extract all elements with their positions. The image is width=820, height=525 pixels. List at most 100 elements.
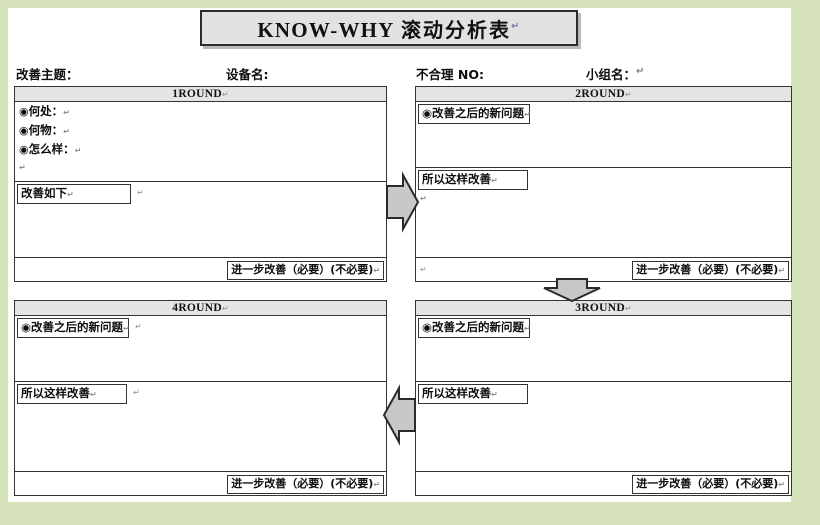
- round4-reason-text: 所以这样改善: [21, 386, 90, 400]
- round2-header-mark: ↵: [625, 89, 632, 99]
- round2-header: 2ROUND↵: [416, 87, 791, 102]
- round4-reason-label: 所以这样改善↵: [17, 384, 127, 404]
- round1-further-text: 进一步改善（必要）(不必要): [231, 263, 374, 276]
- round4-new-problem-label: ◉改善之后的新问题↵: [17, 318, 130, 338]
- round3-reason-label: 所以这样改善↵: [418, 384, 528, 404]
- round2-new-problem-label-row: ◉改善之后的新问题↵: [416, 102, 791, 124]
- round3-further-row: 进一步改善（必要）(不必要)↵: [416, 471, 791, 495]
- round4-header-mark: ↵: [222, 303, 229, 313]
- round1-further-mark: ↵: [373, 266, 380, 275]
- round1-bullet-what-mark: ↵: [63, 127, 70, 136]
- field-team-text: 小组名：: [586, 67, 637, 82]
- field-label-equipment-name: 设备名:: [226, 67, 269, 82]
- field-team-paragraph-mark: ↵: [636, 65, 645, 77]
- bullet-dot-icon: ◉: [19, 143, 29, 156]
- round1-bullet-where-mark: ↵: [63, 108, 70, 117]
- round1-header: 1ROUND↵: [15, 87, 386, 102]
- round4-new-problem-mark: ↵: [123, 324, 130, 333]
- round3-new-problem-label-row: ◉改善之后的新问题↵: [416, 316, 791, 338]
- field-label-improvement-theme: 改善主题：: [16, 67, 79, 82]
- round4-reason-section[interactable]: 所以这样改善↵ ↵: [15, 382, 386, 471]
- round1-bullet-what: ◉何物：↵: [15, 121, 386, 140]
- round1-further-improvement-box[interactable]: 进一步改善（必要）(不必要)↵: [227, 261, 384, 280]
- round2-reason-stray-mark: ↵: [420, 194, 427, 203]
- round2-new-problem-text: ◉改善之后的新问题: [422, 106, 525, 120]
- round4-further-mark: ↵: [373, 480, 380, 489]
- round4-header: 4ROUND↵: [15, 301, 386, 316]
- round2-bottom-stray-mark: ↵: [420, 265, 427, 274]
- round4-new-problem-section[interactable]: ◉改善之后的新问题↵ ↵: [15, 316, 386, 382]
- round1-further-row: 进一步改善（必要）(不必要)↵: [15, 257, 386, 281]
- round4-header-label: 4ROUND: [172, 302, 222, 314]
- round4-new-problem-text: ◉改善之后的新问题: [21, 320, 124, 334]
- round3-further-text: 进一步改善（必要）(不必要): [636, 477, 779, 490]
- round2-new-problem-label: ◉改善之后的新问题↵: [418, 104, 531, 124]
- round1-action-text: 改善如下: [21, 186, 67, 200]
- round1-action-after-mark: ↵: [137, 188, 144, 197]
- round4-reason-after-mark: ↵: [133, 388, 140, 397]
- arrow-round2-to-round3-icon: [543, 278, 601, 303]
- round3-reason-section[interactable]: 所以这样改善↵: [416, 382, 791, 471]
- round1-bullet-how: ◉怎么样：↵: [15, 140, 386, 159]
- panel-round2: 2ROUND↵ ◉改善之后的新问题↵ 所以这样改善↵ ↵ ↵ 进一步改善（必要）…: [415, 86, 792, 282]
- field-header-row: 改善主题： 设备名: 不合理 NO: 小组名：↵: [8, 62, 791, 82]
- round1-bullet-where-label: 何处：: [28, 104, 64, 118]
- round3-header: 3ROUND↵: [416, 301, 791, 316]
- round3-reason-mark: ↵: [491, 390, 498, 399]
- title-box: KNOW-WHY 滚动分析表↵: [200, 10, 578, 46]
- round3-further-mark: ↵: [778, 480, 785, 489]
- round1-header-label: 1ROUND: [172, 88, 222, 100]
- round3-reason-label-row: 所以这样改善↵: [416, 382, 791, 404]
- round3-new-problem-mark: ↵: [524, 324, 531, 333]
- title-paragraph-mark: ↵: [511, 20, 521, 32]
- round2-reason-text: 所以这样改善: [422, 172, 491, 186]
- round3-new-problem-label: ◉改善之后的新问题↵: [418, 318, 531, 338]
- round2-new-problem-section[interactable]: ◉改善之后的新问题↵: [416, 102, 791, 168]
- panel-round4: 4ROUND↵ ◉改善之后的新问题↵ ↵ 所以这样改善↵ ↵ 进一步改善（必要）…: [14, 300, 387, 496]
- round2-further-mark: ↵: [778, 266, 785, 275]
- round2-reason-label-row: 所以这样改善↵: [416, 168, 791, 190]
- panel-round3: 3ROUND↵ ◉改善之后的新问题↵ 所以这样改善↵ 进一步改善（必要）(不必要…: [415, 300, 792, 496]
- round3-reason-text: 所以这样改善: [422, 386, 491, 400]
- round2-reason-section[interactable]: 所以这样改善↵ ↵: [416, 168, 791, 257]
- round4-reason-label-row: 所以这样改善↵ ↵: [15, 382, 386, 404]
- round4-further-text: 进一步改善（必要）(不必要): [231, 477, 374, 490]
- bullet-dot-icon: ◉: [19, 105, 29, 118]
- round2-reason-mark: ↵: [491, 176, 498, 185]
- round4-new-problem-label-row: ◉改善之后的新问题↵ ↵: [15, 316, 386, 338]
- round1-bullet-how-label: 怎么样：: [28, 142, 75, 156]
- round1-bullet-what-label: 何物：: [28, 123, 64, 137]
- arrow-round1-to-round2-icon: [386, 171, 420, 233]
- bullet-dot-icon: ◉: [19, 124, 29, 137]
- round3-new-problem-text: ◉改善之后的新问题: [422, 320, 525, 334]
- round4-reason-mark: ↵: [90, 390, 97, 399]
- round4-further-improvement-box[interactable]: 进一步改善（必要）(不必要)↵: [227, 475, 384, 494]
- round2-further-improvement-box[interactable]: 进一步改善（必要）(不必要)↵: [632, 261, 789, 280]
- round1-question-section[interactable]: ◉何处：↵ ◉何物：↵ ◉怎么样：↵ ↵: [15, 102, 386, 182]
- round1-header-mark: ↵: [222, 89, 229, 99]
- round1-action-mark: ↵: [67, 190, 74, 199]
- arrow-round3-to-round4-icon: [382, 384, 416, 446]
- round1-action-label-row: 改善如下↵ ↵: [15, 182, 386, 204]
- round3-header-mark: ↵: [625, 303, 632, 313]
- round1-action-section[interactable]: 改善如下↵ ↵: [15, 182, 386, 257]
- round1-bullet-where: ◉何处：↵: [15, 102, 386, 121]
- round2-new-problem-mark: ↵: [524, 110, 531, 119]
- round3-further-improvement-box[interactable]: 进一步改善（必要）(不必要)↵: [632, 475, 789, 494]
- round3-new-problem-section[interactable]: ◉改善之后的新问题↵: [416, 316, 791, 382]
- round2-header-label: 2ROUND: [575, 88, 625, 100]
- title-english: KNOW-WHY: [257, 17, 395, 42]
- panel-round1: 1ROUND↵ ◉何处：↵ ◉何物：↵ ◉怎么样：↵ ↵ 改善如下↵ ↵ 进一步…: [14, 86, 387, 282]
- page-title: KNOW-WHY 滚动分析表↵: [257, 14, 520, 43]
- round1-stray-mark: ↵: [19, 163, 26, 172]
- round2-reason-label: 所以这样改善↵: [418, 170, 528, 190]
- field-label-irrational-no: 不合理 NO:: [416, 67, 484, 82]
- title-area: KNOW-WHY 滚动分析表↵: [196, 8, 586, 50]
- title-chinese: 滚动分析表: [401, 17, 511, 42]
- field-label-team-name: 小组名：↵: [586, 64, 644, 83]
- round4-further-row: 进一步改善（必要）(不必要)↵: [15, 471, 386, 495]
- round1-bullet-how-mark: ↵: [74, 146, 82, 155]
- round1-action-label: 改善如下↵: [17, 184, 131, 204]
- round2-further-row: ↵ 进一步改善（必要）(不必要)↵: [416, 257, 791, 281]
